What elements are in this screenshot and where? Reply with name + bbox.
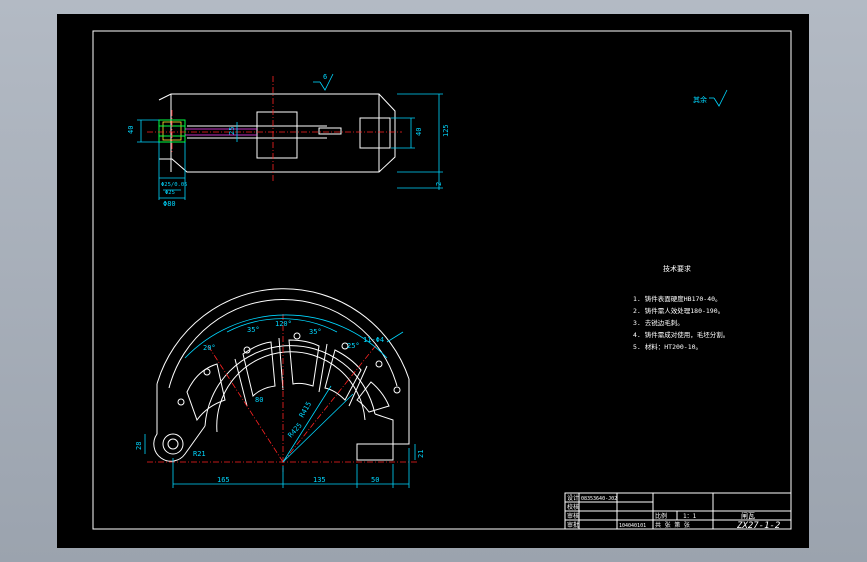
top-view (137, 73, 443, 200)
roughness-note: 其余 (693, 89, 728, 107)
outer-arc (156, 288, 410, 385)
holes-note: 11-Φ4 (363, 336, 384, 344)
tb-designer: 08353640-J02 (581, 496, 617, 502)
angle-35b: 35° (309, 328, 322, 336)
dim-50: 50 (371, 476, 379, 484)
tb-scale-label: 比例 (655, 512, 667, 520)
dim-phi-a: Φ25/0.05 (161, 182, 188, 188)
dim-r21: R21 (193, 450, 206, 458)
dim-25: 25 (228, 127, 236, 135)
roughness-6: 6 (323, 73, 327, 81)
dim-40-left: 40 (127, 126, 135, 134)
title-block: 设计 校核 审核 审批 08353640-J02 104040101 比例 1：… (564, 492, 792, 531)
tb-row-4: 审批 (567, 521, 579, 529)
top-view-outline (158, 93, 396, 173)
dim-2: 2 (435, 182, 443, 186)
tech-note-2: 2. 铸件需人效处理180-190。 (633, 306, 724, 315)
angle-20: 20° (203, 344, 216, 352)
drawing-frame (92, 30, 792, 530)
tb-row-1: 设计 (567, 494, 579, 502)
rough-note-text: 其余 (693, 95, 707, 104)
angle-35a: 35° (247, 326, 260, 334)
angle-120: 120° (275, 320, 292, 328)
dim-21: 21 (417, 450, 425, 458)
dim-r425: R425 (287, 421, 304, 439)
tb-part-name: 闸瓦 (741, 512, 755, 520)
tech-note-4: 4. 铸件需成对使用，毛坯分割。 (633, 330, 729, 339)
front-view (144, 288, 417, 488)
dim-phi80: Φ80 (163, 200, 176, 208)
tech-note-3: 3. 去锐边毛刺。 (633, 318, 684, 327)
drawing-sheet[interactable]: 40 25 40 125 2 6 Φ25/0.05 Φ25 Φ80 其余 (57, 14, 809, 548)
tb-row-3: 审核 (567, 512, 579, 520)
tech-note-5: 5. 材料：HT200-10。 (633, 342, 702, 351)
tb-sheet: 共 张 第 张 (655, 521, 690, 529)
technical-requirements: 技术要求 1. 铸件表面硬度HB170-40。 2. 铸件需人效处理180-19… (633, 264, 729, 351)
dim-40-right: 40 (415, 128, 423, 136)
dim-165: 165 (217, 476, 230, 484)
dim-r415: R415 (298, 400, 313, 419)
angle-25: 25° (347, 342, 360, 350)
cad-drawing: 40 25 40 125 2 6 Φ25/0.05 Φ25 Φ80 其余 (92, 30, 792, 531)
pivot-hole (162, 433, 184, 455)
dim-125: 125 (442, 124, 450, 137)
bushing (158, 119, 186, 143)
tb-school: 104040101 (619, 523, 646, 529)
tb-drawing-no: ZX27-1-2 (736, 521, 780, 531)
tech-note-1: 1. 铸件表面硬度HB170-40。 (633, 294, 722, 303)
tech-title: 技术要求 (663, 264, 691, 273)
dim-phi-b: Φ25 (165, 190, 175, 196)
tb-scale-value: 1：1 (683, 513, 697, 520)
tb-row-2: 校核 (567, 503, 579, 511)
dim-28: 28 (135, 442, 143, 450)
top-view-dim-labels: 40 25 40 125 2 6 Φ25/0.05 Φ25 Φ80 (127, 73, 450, 208)
dim-135: 135 (313, 476, 326, 484)
dim-r80: 80 (255, 396, 263, 404)
